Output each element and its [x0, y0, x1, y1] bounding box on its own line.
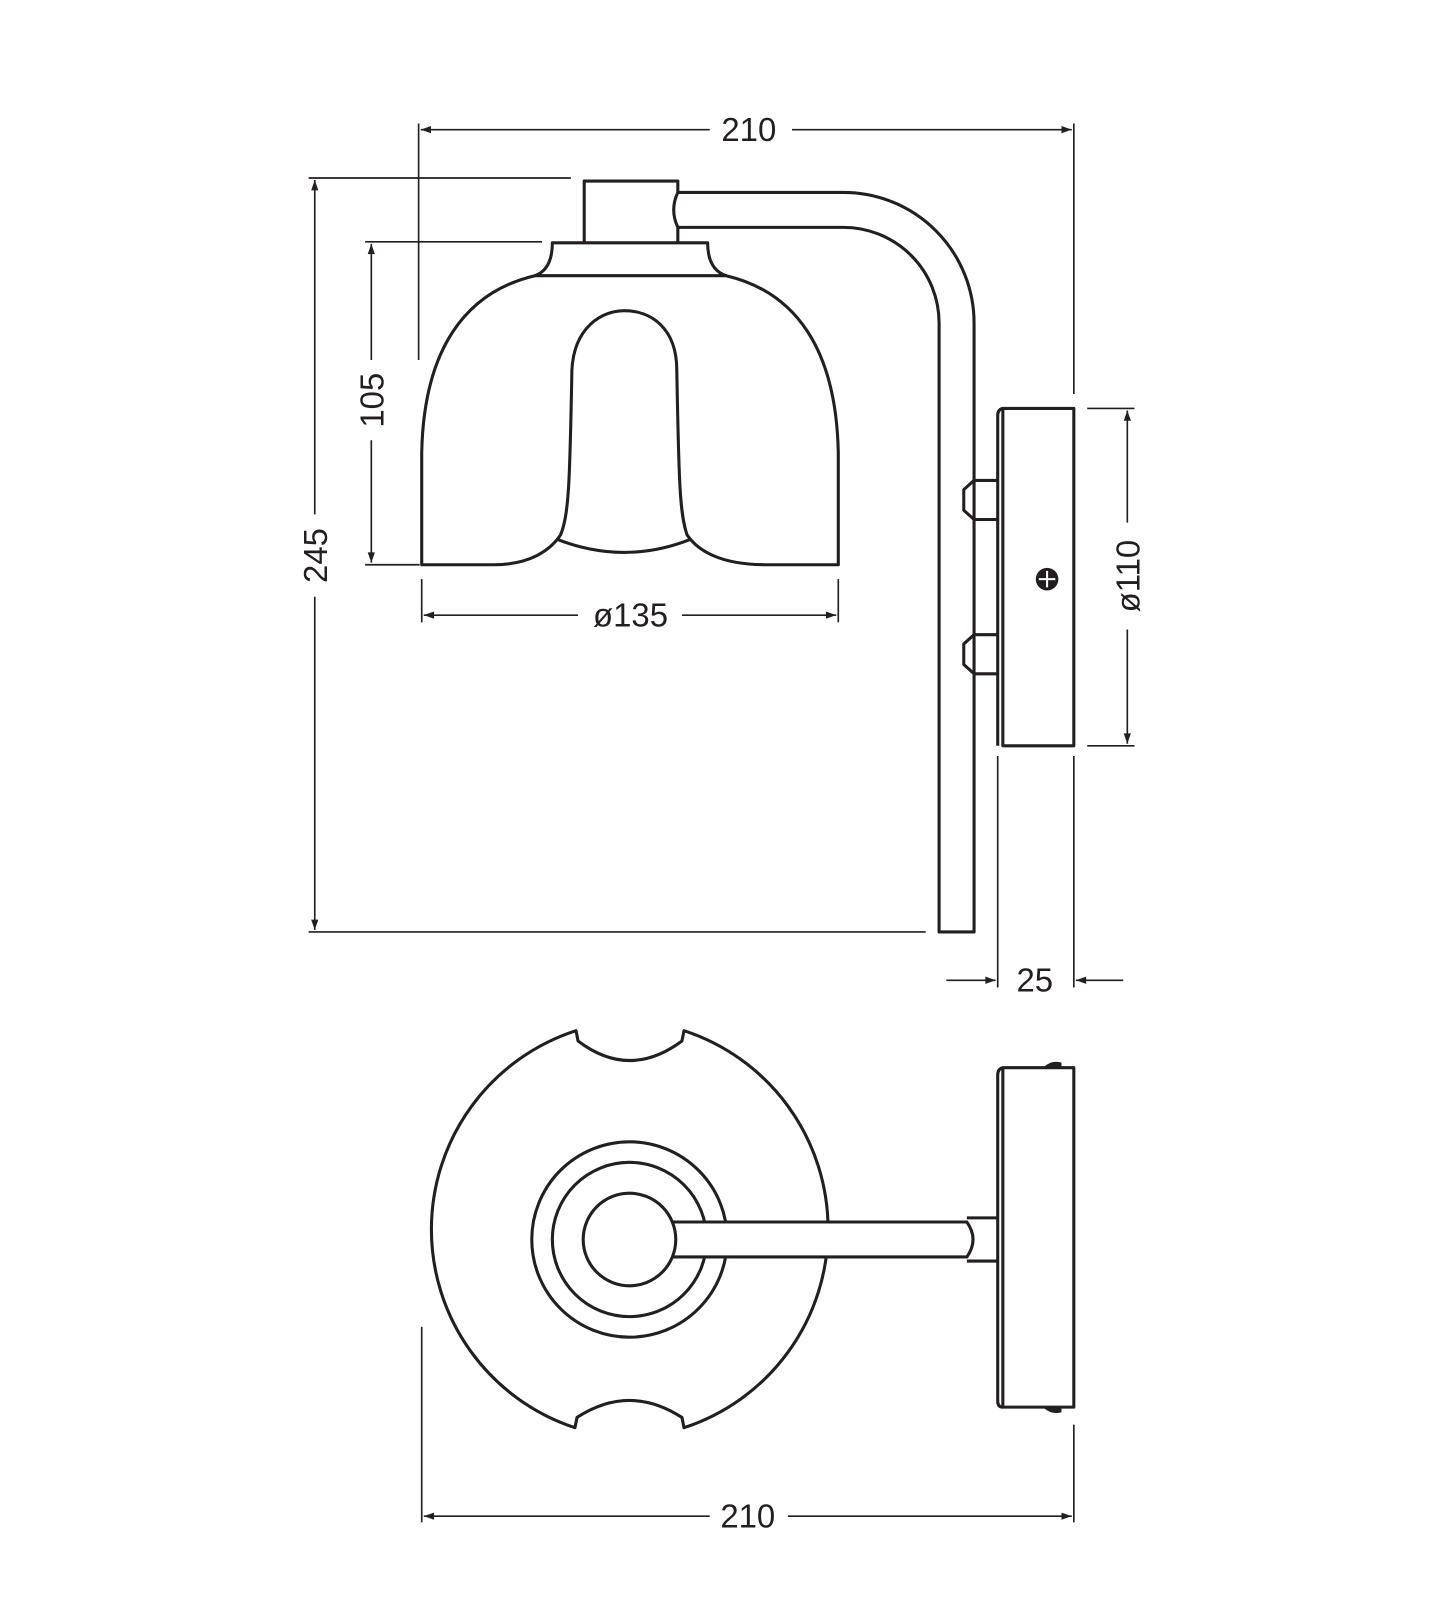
screw-icon	[1035, 567, 1059, 591]
wall-canopy	[962, 406, 1076, 748]
dimension-label: 105	[354, 373, 391, 428]
dimension-label: ø135	[593, 596, 668, 633]
wall-canopy-side	[996, 1061, 1076, 1414]
dimension-label: 245	[297, 528, 334, 583]
dimension-shade-height: 105	[354, 240, 543, 566]
dimension-canopy-depth: 25	[946, 756, 1124, 999]
socket-ring-inner	[581, 1191, 678, 1288]
dimension-label: 210	[720, 1497, 775, 1534]
dimension-overall-height: 245	[297, 177, 926, 933]
dimension-shade-diameter: ø135	[420, 579, 840, 633]
dimension-label: 25	[1016, 962, 1053, 999]
arm-top	[658, 1216, 998, 1263]
shade-outline-top	[429, 1029, 830, 1430]
dimension-top-width: 210	[420, 1326, 1075, 1534]
shade-collar	[533, 241, 728, 278]
dimension-canopy-diameter: ø110	[1087, 407, 1147, 747]
canopy-bracket	[962, 478, 998, 522]
socket-cap	[582, 179, 680, 243]
top-view: 210	[420, 1029, 1076, 1534]
dimension-label: 210	[721, 111, 776, 148]
canopy-bracket	[962, 633, 998, 676]
lamp-shade	[420, 274, 840, 567]
lamp-arm	[677, 190, 976, 934]
front-view: 210 245 105 ø135 ø110	[297, 111, 1147, 999]
dimension-label: ø110	[1110, 540, 1147, 613]
shade-opening-arc	[555, 537, 692, 554]
